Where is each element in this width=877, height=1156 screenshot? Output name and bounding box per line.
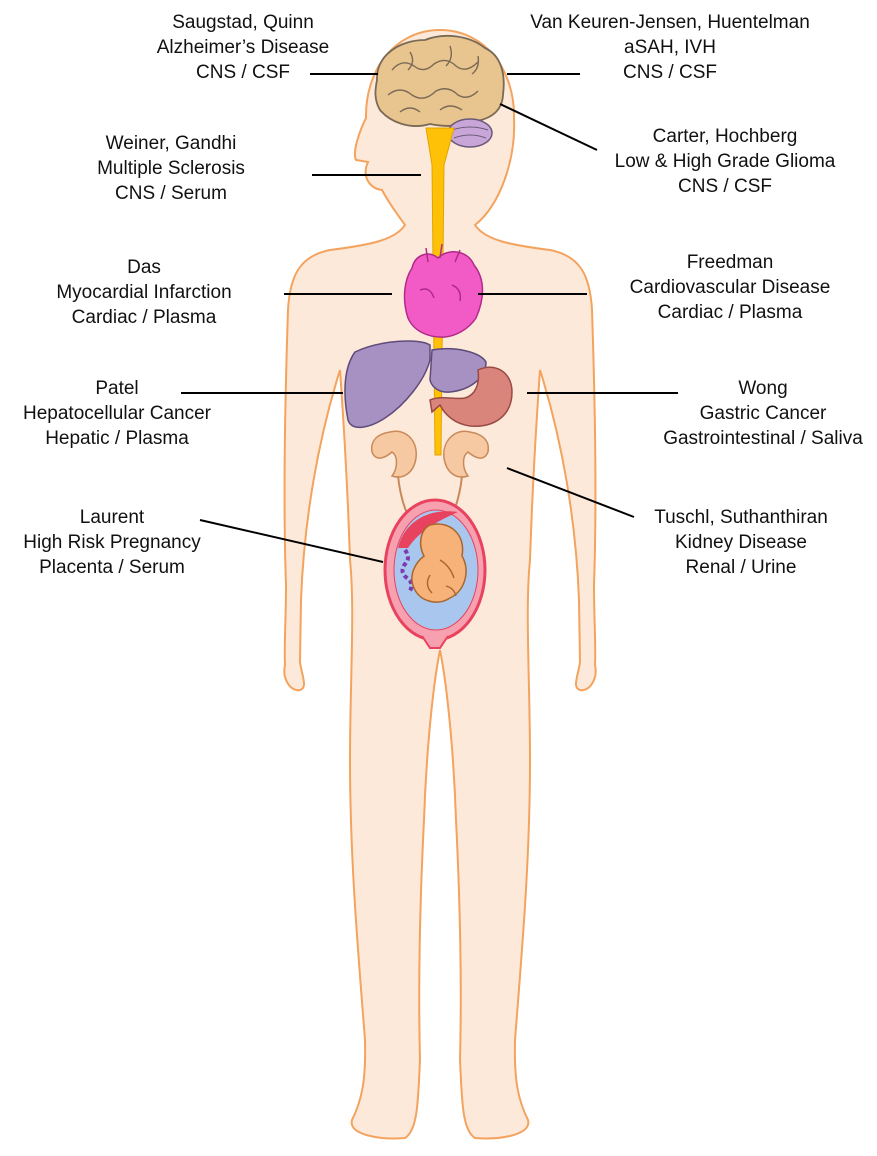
annotation-ms-line2: Multiple Sclerosis	[97, 156, 245, 181]
annotation-glioma-line3: CNS / CSF	[615, 174, 836, 199]
annotation-alzheimers: Saugstad, Quinn Alzheimer’s Disease CNS …	[157, 10, 329, 85]
annotation-cvd-line2: Cardiovascular Disease	[630, 275, 831, 300]
annotation-mi-line1: Das	[56, 255, 231, 280]
annotation-glioma: Carter, Hochberg Low & High Grade Glioma…	[615, 124, 836, 199]
annotation-pregnancy-line3: Placenta / Serum	[23, 555, 200, 580]
annotation-pregnancy-line1: Laurent	[23, 505, 200, 530]
annotation-cvd-line3: Cardiac / Plasma	[630, 300, 831, 325]
annotation-pregnancy-line2: High Risk Pregnancy	[23, 530, 200, 555]
annotation-hcc-line3: Hepatic / Plasma	[23, 426, 211, 451]
annotation-hcc-line1: Patel	[23, 376, 211, 401]
annotation-asah-line3: CNS / CSF	[530, 60, 810, 85]
annotation-pregnancy: Laurent High Risk Pregnancy Placenta / S…	[23, 505, 200, 580]
annotation-mi-line3: Cardiac / Plasma	[56, 305, 231, 330]
annotation-gastric: Wong Gastric Cancer Gastrointestinal / S…	[663, 376, 863, 451]
annotation-glioma-line2: Low & High Grade Glioma	[615, 149, 836, 174]
annotation-alzheimers-line2: Alzheimer’s Disease	[157, 35, 329, 60]
annotation-gastric-line3: Gastrointestinal / Saliva	[663, 426, 863, 451]
brain	[375, 36, 503, 126]
heart	[405, 252, 483, 337]
annotation-hcc-line2: Hepatocellular Cancer	[23, 401, 211, 426]
annotation-asah-line2: aSAH, IVH	[530, 35, 810, 60]
annotation-kidney-line3: Renal / Urine	[654, 555, 828, 580]
annotation-kidney-line2: Kidney Disease	[654, 530, 828, 555]
annotation-cvd: Freedman Cardiovascular Disease Cardiac …	[630, 250, 831, 325]
annotation-kidney-line1: Tuschl, Suthanthiran	[654, 505, 828, 530]
annotation-glioma-line1: Carter, Hochberg	[615, 124, 836, 149]
annotation-mi-line2: Myocardial Infarction	[56, 280, 231, 305]
annotation-alzheimers-line3: CNS / CSF	[157, 60, 329, 85]
annotation-ms-line1: Weiner, Gandhi	[97, 131, 245, 156]
annotation-alzheimers-line1: Saugstad, Quinn	[157, 10, 329, 35]
annotation-asah-line1: Van Keuren-Jensen, Huentelman	[530, 10, 810, 35]
annotation-mi: Das Myocardial Infarction Cardiac / Plas…	[56, 255, 231, 330]
annotation-ms-line3: CNS / Serum	[97, 181, 245, 206]
annotation-ms: Weiner, Gandhi Multiple Sclerosis CNS / …	[97, 131, 245, 206]
annotation-hcc: Patel Hepatocellular Cancer Hepatic / Pl…	[23, 376, 211, 451]
annotation-cvd-line1: Freedman	[630, 250, 831, 275]
cerebellum	[448, 119, 492, 147]
annotation-asah: Van Keuren-Jensen, Huentelman aSAH, IVH …	[530, 10, 810, 85]
annotation-gastric-line1: Wong	[663, 376, 863, 401]
annotation-gastric-line2: Gastric Cancer	[663, 401, 863, 426]
annotation-kidney: Tuschl, Suthanthiran Kidney Disease Rena…	[654, 505, 828, 580]
